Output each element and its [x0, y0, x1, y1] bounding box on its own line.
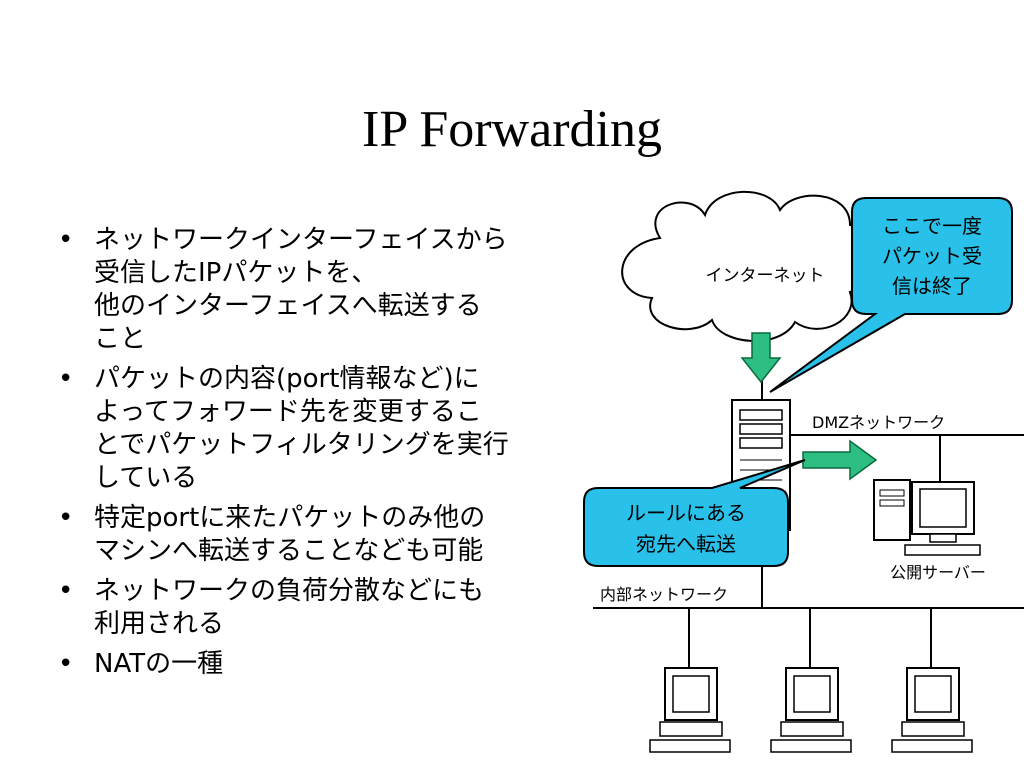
bullet-line: 受信したIPパケットを、 — [94, 258, 378, 288]
bullet-line: 特定portに来たパケットのみ他の — [94, 503, 486, 533]
dmz-network-label: DMZネットワーク — [812, 413, 945, 432]
bullet-line: 他のインターフェイスへ転送する — [94, 291, 482, 321]
bullet-line: こと — [94, 324, 147, 354]
callout-top: ここで一度 パケット受 信は終了 — [769, 197, 1013, 393]
callout-top-line: パケット受 — [882, 244, 982, 268]
callout-mid: ルールにある 宛先へ転送 — [583, 459, 806, 567]
slide-title: IP Forwarding — [362, 101, 662, 158]
bullet-item: ネットワークインターフェイスから 受信したIPパケットを、 他のインターフェイス… — [52, 224, 572, 356]
client-computer — [649, 667, 731, 753]
cloud-shape — [621, 190, 879, 342]
bullet-line: ネットワークインターフェイスから — [94, 225, 508, 255]
internet-label: インターネット — [706, 266, 825, 286]
callout-mid-line: ルールにある — [626, 501, 746, 525]
bullet-line: マシンへ転送することなども可能 — [94, 536, 484, 566]
bullet-line: 利用される — [94, 609, 225, 639]
bullet-item: パケットの内容(port情報など)に よってフォワード先を変更するこ とでパケッ… — [52, 363, 572, 495]
internal-network-label: 内部ネットワーク — [600, 585, 728, 604]
bullet-line: NATの一種 — [94, 649, 224, 679]
public-server-label: 公開サーバー — [890, 563, 986, 582]
client-computer — [891, 667, 973, 753]
down-arrow-icon — [740, 332, 782, 384]
bullet-item: 特定portに来たパケットのみ他の マシンへ転送することなども可能 — [52, 502, 572, 568]
public-server-computer — [873, 479, 981, 556]
callout-top-line: 信は終了 — [892, 274, 972, 298]
callout-mid-line: 宛先へ転送 — [636, 532, 736, 556]
bullet-item: NATの一種 — [52, 648, 572, 681]
bullet-line: ネットワークの負荷分散などにも — [94, 576, 485, 606]
bullet-line: している — [94, 463, 198, 493]
bullet-list: ネットワークインターフェイスから 受信したIPパケットを、 他のインターフェイス… — [52, 224, 572, 688]
bullet-line: とでパケットフィルタリングを実行 — [94, 430, 509, 460]
callout-top-line: ここで一度 — [882, 214, 982, 238]
right-arrow-icon — [802, 439, 878, 481]
bullet-line: よってフォワード先を変更するこ — [94, 397, 482, 427]
client-computer — [770, 667, 852, 753]
internet-cloud: インターネット — [621, 190, 879, 342]
bullet-item: ネットワークの負荷分散などにも 利用される — [52, 575, 572, 641]
bullet-line: パケットの内容(port情報など)に — [94, 364, 480, 394]
